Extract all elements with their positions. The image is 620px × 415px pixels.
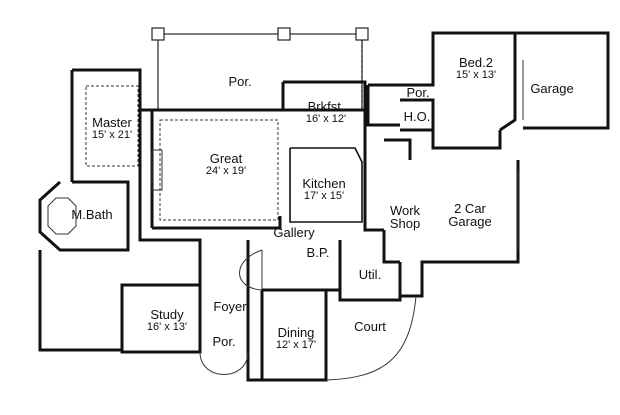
- wall-master-bath: [38, 180, 130, 252]
- wall-great-bottom: [152, 216, 282, 230]
- room-two-car-garage: 2 Car Garage: [440, 188, 500, 243]
- fireplace: [151, 149, 163, 191]
- room-dimensions: 24' x 19': [205, 164, 247, 177]
- room-porch-small: Por.: [402, 86, 434, 100]
- room-name: Util.: [358, 267, 382, 282]
- room-dimensions: 17' x 15': [303, 189, 345, 202]
- wall-home-office: [400, 98, 435, 132]
- room-dimensions: 16' x 13': [146, 320, 188, 333]
- room-porch-rear: Por.: [220, 75, 260, 89]
- wall-hall: [384, 138, 412, 160]
- wall-stair-hall: [152, 238, 202, 285]
- room-name: Master: [92, 115, 132, 130]
- room-name: Por.: [212, 334, 236, 349]
- wall-utility-top: [366, 85, 400, 127]
- room-master: Master 15' x 21': [84, 116, 140, 141]
- room-court: Court: [348, 320, 392, 334]
- room-dining: Dining 12' x 17': [266, 326, 326, 351]
- room-name: Por.: [406, 85, 430, 100]
- wall-bed2-bottom: [431, 130, 502, 150]
- kitchen-island: [289, 147, 363, 223]
- porch-column: [277, 27, 291, 41]
- room-name: Work Shop: [389, 202, 421, 232]
- room-name: B.P.: [306, 245, 330, 260]
- room-name: Foyer: [213, 299, 247, 314]
- wall-rear: [72, 68, 368, 112]
- wall-master-right: [138, 110, 152, 242]
- room-name: Study: [150, 307, 184, 322]
- wall-kitchen-right: [363, 82, 384, 232]
- room-name: Great: [209, 151, 243, 166]
- wall-dining: [260, 290, 328, 382]
- room-name: H.O.: [403, 109, 431, 124]
- room-utility: Util.: [352, 268, 388, 282]
- room-foyer: Foyer: [208, 300, 252, 314]
- room-name: Brkfst.: [307, 99, 345, 114]
- room-name: Court: [354, 319, 386, 334]
- room-breakfast: Brkfst. 16' x 12': [296, 100, 356, 125]
- room-study: Study 16' x 13': [136, 308, 198, 333]
- room-master-bath: M.Bath: [64, 208, 120, 222]
- room-dimensions: 16' x 12': [305, 112, 347, 125]
- room-name: M.Bath: [71, 207, 113, 222]
- front-porch-arc: [199, 351, 249, 375]
- room-name: Por.: [228, 74, 252, 89]
- room-porch-front: Por.: [208, 335, 240, 349]
- porch-column: [355, 27, 369, 41]
- room-name: Dining: [277, 325, 315, 340]
- room-dimensions: 15' x 13': [455, 68, 497, 81]
- bath-tub: [47, 197, 77, 235]
- room-great: Great 24' x 19': [196, 152, 256, 177]
- master-tray-ceiling: [85, 85, 139, 167]
- room-home-office: H.O.: [400, 110, 434, 124]
- wall-west-wing: [38, 250, 122, 352]
- wall-workshop: [382, 230, 400, 264]
- curved-stair: [239, 249, 263, 291]
- room-gallery: Gallery: [266, 226, 322, 240]
- porch-column: [151, 27, 165, 41]
- wall-bed2: [368, 31, 517, 132]
- room-name: Kitchen: [302, 176, 346, 191]
- room-bed-2: Bed.2 15' x 13': [446, 56, 506, 81]
- room-workshop: Work Shop: [384, 190, 426, 245]
- room-dimensions: 12' x 17': [275, 338, 317, 351]
- room-butler-pantry: B.P.: [302, 246, 334, 260]
- room-name: Garage: [530, 81, 574, 96]
- great-room-ceiling: [159, 119, 279, 221]
- wall-garage: [515, 31, 610, 130]
- room-name: Gallery: [273, 225, 315, 240]
- room-name: 2 Car Garage: [448, 200, 492, 230]
- room-name: Bed.2: [459, 55, 493, 70]
- court-edge: [325, 295, 417, 381]
- room-dimensions: 15' x 21': [91, 128, 133, 141]
- wall-utility: [338, 240, 402, 302]
- room-garage: Garage: [524, 82, 580, 96]
- room-kitchen: Kitchen 17' x 15': [292, 177, 356, 202]
